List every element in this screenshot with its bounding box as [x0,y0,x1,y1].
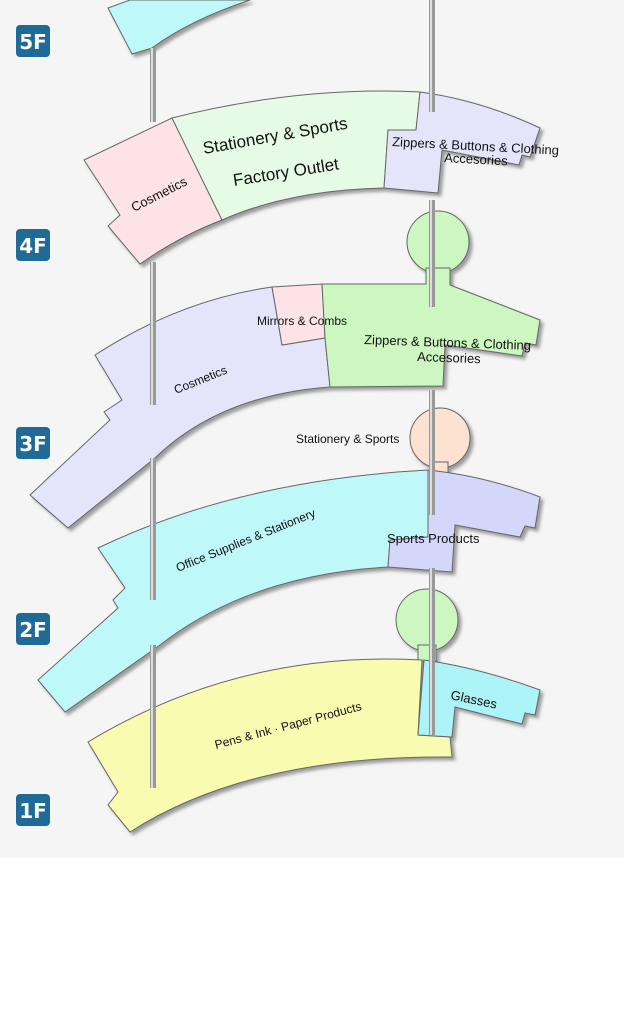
floor-badge-5f: 5F [16,25,50,57]
floor-5f-shape [107,0,251,55]
svg-text:4F: 4F [19,234,47,258]
store-3f-cosmetics [29,286,331,529]
label-3f-stationery-sports: Stationery & Sports [296,432,399,446]
kiosk-3f-round [406,210,470,274]
right-elevator-pillar [429,0,435,735]
svg-text:1F: 1F [19,799,47,823]
left-elevator-pillar [150,48,156,788]
label-3f-accesories: Accesories [417,349,482,366]
svg-text:2F: 2F [19,618,47,642]
floor-badge-4f: 4F [16,229,50,261]
store-1f-pens [87,658,453,833]
store-4f-zippers [383,91,541,194]
label-3f-mirrors: Mirrors & Combs [257,314,347,328]
floor-4f [83,90,541,265]
floor-1f [87,658,541,833]
label-3f-zippers: Zippers & Buttons & Clothing [364,332,531,353]
label-2f-sports: Sports Products [387,531,480,546]
label-4f-accesories: Accesories [444,150,509,168]
svg-text:5F: 5F [19,30,47,54]
floor-3f [29,210,541,529]
kiosk-3f-stationery [409,407,471,469]
floor-badge-2f: 2F [16,613,50,645]
floor-badge-1f: 1F [16,794,50,826]
store-1f-glasses [417,659,541,738]
kiosk-2f-round [395,588,459,652]
svg-text:3F: 3F [19,432,47,456]
floor-badge-3f: 3F [16,427,50,459]
